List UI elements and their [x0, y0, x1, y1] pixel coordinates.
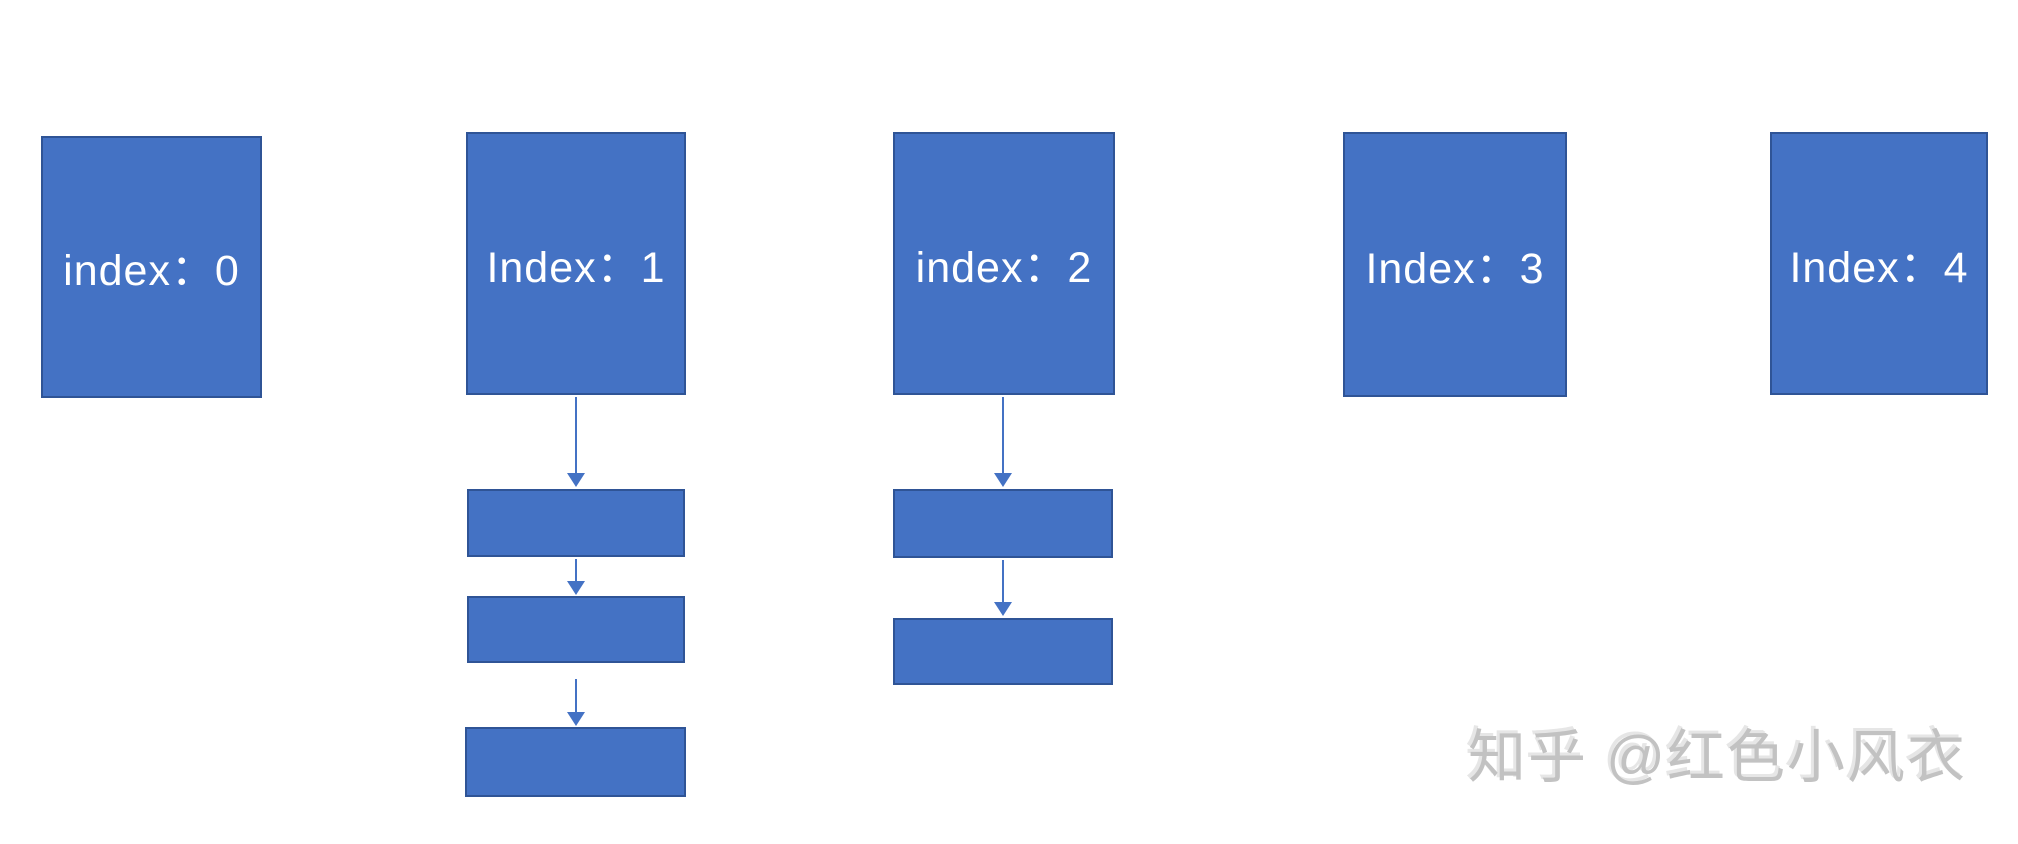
watermark: 知乎 @红色小风衣	[1468, 725, 1967, 790]
bucket-1-label: Index：1	[486, 243, 666, 292]
bucket-1: Index：1	[466, 132, 686, 395]
down-arrow-icon	[993, 560, 1013, 616]
down-arrow-icon	[566, 559, 586, 595]
down-arrow-icon	[566, 397, 586, 487]
chain-node-1-2	[465, 727, 686, 797]
chain-node-1-0	[467, 489, 685, 557]
bucket-3-label: Index：3	[1365, 244, 1545, 293]
bucket-0-label: index：0	[63, 247, 240, 295]
down-arrow-icon	[566, 679, 586, 726]
bucket-3: Index：3	[1343, 132, 1567, 397]
chain-node-2-1	[893, 618, 1113, 685]
chain-node-1-1	[467, 596, 685, 663]
bucket-4-label: Index：4	[1789, 243, 1969, 292]
bucket-4: Index：4	[1770, 132, 1988, 395]
bucket-0: index：0	[41, 136, 262, 398]
down-arrow-icon	[993, 397, 1013, 487]
bucket-2-label: index：2	[915, 243, 1093, 292]
bucket-2: index：2	[893, 132, 1115, 395]
chain-node-2-0	[893, 489, 1113, 558]
